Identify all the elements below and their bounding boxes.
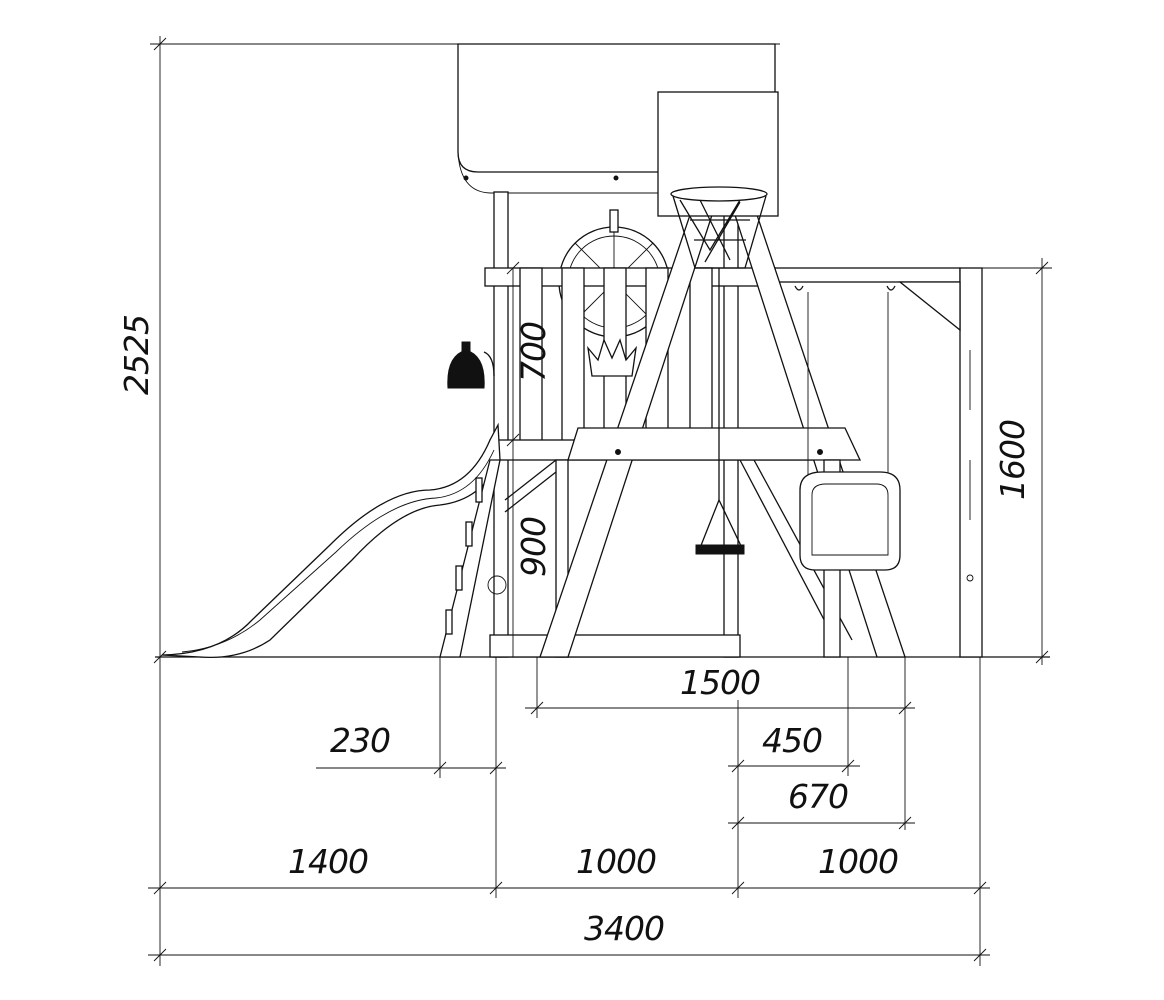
dim-label-ladder: 230	[330, 721, 390, 760]
dim-label-total-height: 2525	[117, 315, 156, 395]
hoop-rim	[670, 186, 768, 202]
dim-label-swing-beam: 1600	[993, 420, 1032, 500]
slide	[161, 422, 501, 659]
dim-label-a-frame: 1500	[680, 663, 760, 702]
crown-icon	[587, 338, 637, 377]
hoop-net-mesh	[679, 199, 750, 263]
playground-structure	[155, 43, 1050, 659]
brace	[504, 459, 557, 501]
swing-seat	[799, 471, 901, 571]
bell-icon	[447, 341, 495, 389]
brace	[504, 471, 557, 513]
dimension-lines	[148, 36, 1052, 966]
dim-label-total-length: 3400	[584, 909, 664, 948]
roof-bolt	[463, 175, 469, 181]
swing-leg	[959, 267, 983, 658]
basketball-hoop	[657, 91, 779, 269]
trapeze-bar	[695, 544, 745, 555]
dim-label-670: 670	[788, 777, 848, 816]
dimension-labels: 2525 700 900 1600 1500 230 450 670 1400 …	[117, 315, 1032, 948]
right-post	[723, 191, 739, 658]
post-bolt	[487, 575, 507, 595]
roof-bolt	[613, 175, 619, 181]
dim-label-450: 450	[762, 721, 822, 760]
base-board	[489, 634, 741, 658]
dim-label-rail: 700	[514, 322, 553, 382]
hoop-net	[672, 195, 767, 269]
dim-label-tower-section: 1000	[576, 842, 656, 881]
swing-beam	[774, 267, 961, 283]
swing	[794, 285, 901, 571]
swing-brace	[898, 281, 961, 332]
ladder-steps	[445, 477, 483, 635]
dim-label-swing-section: 1000	[818, 842, 898, 881]
dim-label-slide-section: 1400	[288, 842, 368, 881]
slide-rim	[181, 449, 495, 653]
dim-label-platform: 900	[514, 517, 553, 577]
roof-edge	[457, 151, 660, 194]
ladder	[439, 459, 501, 658]
